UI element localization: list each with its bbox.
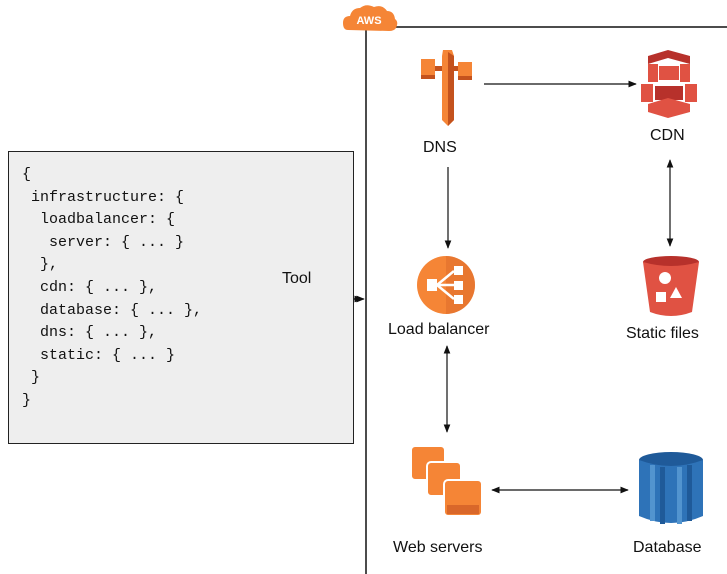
s3-bucket-icon — [643, 256, 699, 316]
route53-dns-icon — [421, 50, 472, 126]
code-line: loadbalancer: { — [22, 211, 176, 229]
cloudfront-cdn-icon — [641, 50, 697, 118]
cdn-label: CDN — [650, 127, 685, 144]
aws-badge-label: AWS — [356, 15, 381, 27]
code-line: cdn: { ... }, — [22, 279, 158, 296]
ec2-instances-icon — [410, 445, 483, 517]
rds-database-icon — [639, 452, 703, 524]
elb-load-balancer-icon — [417, 256, 475, 314]
web-servers-label: Web servers — [393, 539, 483, 556]
code-line: infrastructure: { — [22, 188, 185, 206]
tool-label: Tool — [282, 270, 312, 287]
code-line: dns: { ... }, — [22, 324, 158, 342]
code-line: }, — [22, 256, 59, 274]
code-line: } — [22, 369, 41, 387]
database-label: Database — [633, 539, 702, 556]
code-line: static: { ... } — [22, 346, 176, 364]
code-line: } — [22, 392, 32, 409]
code-line: { — [22, 166, 32, 183]
static-files-label: Static files — [626, 325, 699, 342]
aws-cloud-icon: AWS — [343, 5, 398, 32]
code-box: { infrastructure: { loadbalancer: { serv… — [8, 151, 354, 444]
code-line: server: { ... } — [22, 233, 185, 251]
code-line: database: { ... }, — [22, 301, 203, 319]
dns-label: DNS — [423, 139, 457, 156]
load-balancer-label: Load balancer — [388, 321, 490, 338]
